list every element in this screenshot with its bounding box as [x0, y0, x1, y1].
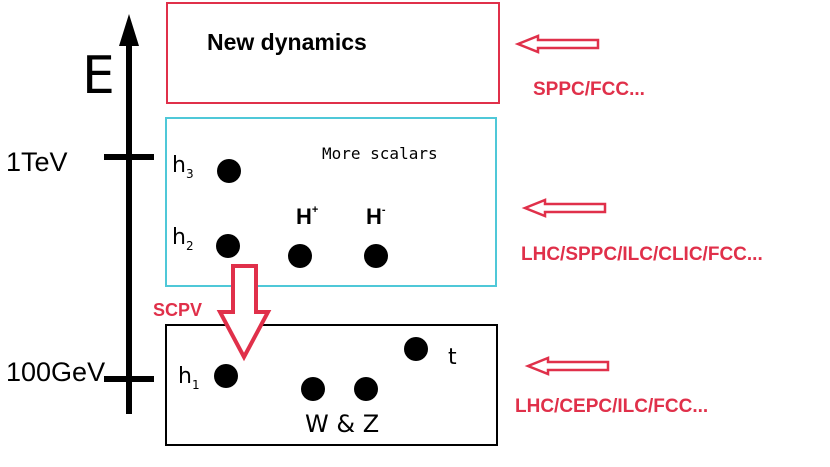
collider-label-3: LHC/CEPC/ILC/FCC...	[515, 396, 708, 417]
collider-arrow-2	[521, 198, 607, 218]
h3-base: h	[172, 153, 186, 178]
collider-pointers: SPPC/FCC... LHC/SPPC/ILC/CLIC/FCC... LHC…	[514, 34, 763, 417]
z-boson-dot	[354, 377, 378, 401]
h2-dot	[216, 234, 240, 258]
h-plus-base: H	[296, 204, 312, 229]
collider-arrow-1	[514, 34, 600, 54]
h-minus-base: H	[366, 204, 382, 229]
energy-axis: E 1TeV 100GeV	[6, 14, 154, 414]
h1-base: h	[178, 364, 192, 389]
standard-model-frame	[165, 324, 498, 446]
collider-arrow-3	[524, 356, 610, 376]
scpv-down-arrow	[216, 264, 272, 362]
h2-label: h2	[172, 225, 194, 253]
h-plus-superscript: +	[312, 204, 318, 216]
energy-axis-label: E	[82, 46, 115, 106]
scpv-arrow: SCPV	[153, 264, 272, 362]
top-quark-label: t	[448, 345, 457, 370]
collider-label-1: SPPC/FCC...	[533, 79, 645, 100]
new-dynamics-title: New dynamics	[207, 29, 367, 55]
h3-subscript: 3	[186, 167, 194, 181]
new-dynamics-box: New dynamics	[166, 2, 500, 104]
h2-subscript: 2	[186, 239, 194, 253]
h-minus-superscript: -	[382, 204, 386, 216]
tick-label-100gev: 100GeV	[6, 357, 105, 387]
more-scalars-frame	[165, 117, 497, 287]
standard-model-box: h1 t W & Z	[165, 324, 498, 446]
h3-dot	[217, 159, 241, 183]
h-minus-dot	[364, 244, 388, 268]
more-scalars-title: More scalars	[322, 144, 438, 163]
tick-label-1tev: 1TeV	[6, 147, 68, 177]
more-scalars-box: More scalars h3 h2 H+ H-	[165, 117, 497, 287]
h1-dot	[214, 364, 238, 388]
collider-label-2: LHC/SPPC/ILC/CLIC/FCC...	[521, 244, 763, 265]
new-dynamics-frame	[166, 2, 500, 104]
wz-label: W & Z	[305, 410, 379, 438]
energy-axis-arrowhead	[119, 14, 139, 46]
h3-label: h3	[172, 153, 194, 181]
h1-subscript: 1	[192, 378, 200, 392]
h-plus-label: H+	[296, 204, 318, 229]
scpv-label: SCPV	[153, 300, 202, 320]
w-boson-dot	[301, 377, 325, 401]
h-plus-dot	[288, 244, 312, 268]
h1-label: h1	[178, 364, 200, 392]
h2-base: h	[172, 225, 186, 250]
h-minus-label: H-	[366, 204, 386, 229]
top-quark-dot	[404, 337, 428, 361]
